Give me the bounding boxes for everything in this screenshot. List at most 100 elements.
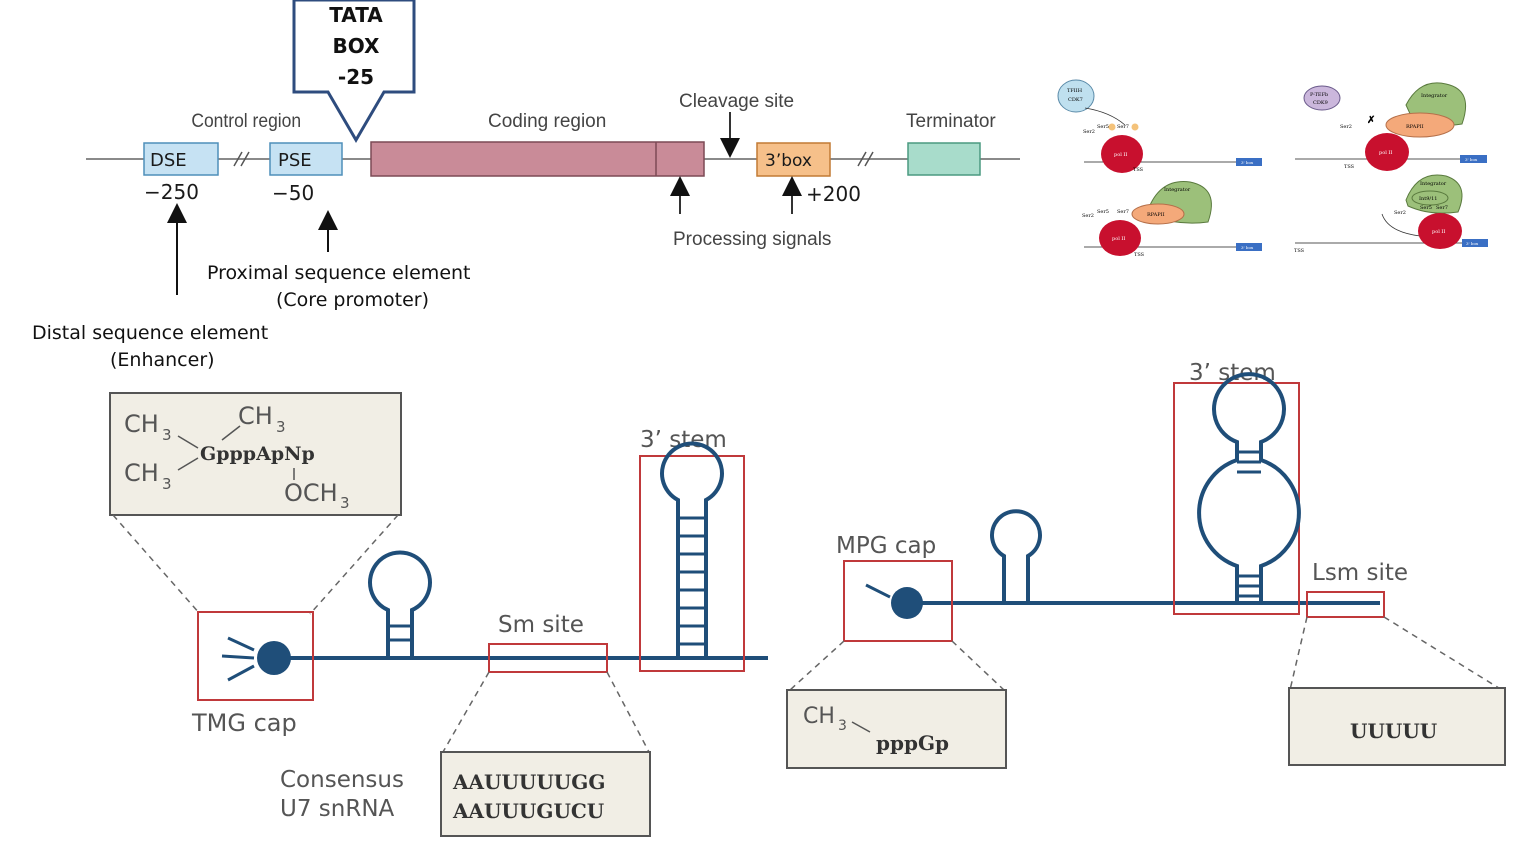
mpg-cap-dot	[891, 587, 923, 619]
br-ser5: Ser5	[1420, 205, 1432, 211]
tl-ser2: Ser2	[1083, 129, 1095, 135]
tfiih-text: TFIIH	[1067, 88, 1083, 94]
br-rna	[1381, 213, 1421, 237]
bond-2	[221, 425, 241, 441]
mpg-ch3: CH	[803, 704, 835, 729]
pse-box	[269, 142, 343, 176]
lsm-site-box	[1306, 591, 1385, 618]
tata-line2: BOX	[333, 34, 381, 58]
distal-label-line1: Distal sequence element	[32, 322, 268, 344]
tl-ser5: Ser5	[1097, 124, 1109, 130]
br-int911	[1411, 190, 1449, 206]
mpg-zoom-line-l	[789, 640, 845, 691]
lsm-zoom-line-l	[1289, 616, 1308, 691]
tmg-methyl-3	[227, 664, 255, 682]
bl-tss: TSS	[1134, 252, 1145, 258]
consensus-label: Consensus	[280, 767, 404, 793]
ch3-a-sub: 3	[162, 426, 172, 444]
bl-integrator-text: Integrator	[1164, 187, 1191, 193]
tr-tss: TSS	[1344, 164, 1355, 170]
lsm-3stem-label: 3’ stem	[1189, 360, 1276, 386]
och3: OCH	[284, 479, 338, 507]
break-mark-2	[857, 151, 874, 167]
ch3-c: CH	[124, 459, 159, 487]
tata-box-callout	[292, 0, 416, 143]
mpg-pppgp: pppGp	[876, 731, 949, 755]
gene-map: TATA BOX -25 DSE PSE 3’box Control regio…	[32, 0, 1020, 371]
sm-3stem-label: 3’ stem	[640, 427, 727, 453]
consensus-seq: AAUUUUUGG	[452, 770, 605, 794]
tmg-methyl-2	[221, 654, 255, 660]
coding-region-label: Coding region	[488, 111, 606, 132]
bl-rpapii-text: RPAPII	[1147, 212, 1165, 218]
tmg-zoom-line-r	[309, 514, 399, 615]
sm-stem-loop	[368, 550, 432, 658]
bl-3box	[1236, 243, 1262, 251]
cdk9-text: CDK9	[1313, 100, 1328, 106]
uuuuu-text: UUUUU	[1350, 719, 1437, 743]
br-ser7: Ser7	[1436, 205, 1448, 211]
tr-pol2-text: pol II	[1379, 150, 1392, 156]
tmg-cap-label: TMG cap	[191, 709, 297, 737]
och3-sub: 3	[340, 494, 350, 512]
pse-label: PSE	[278, 150, 312, 171]
terminator-box	[907, 142, 981, 176]
sm-sequence-box	[440, 751, 651, 837]
gppp-text: GpppApNp	[200, 443, 315, 465]
sm-site-label: Sm site	[498, 612, 584, 638]
tr-3box	[1460, 155, 1487, 163]
sm-3stem-box	[639, 455, 745, 672]
tata-line3: -25	[338, 65, 374, 89]
panel-bottom-right: Integrator Int9/11 Ser2 Ser5 Ser7 pol II…	[1294, 174, 1488, 254]
tr-rpapii-text: RPAPII	[1406, 124, 1424, 130]
panel-bottom-left: Integrator RPAPII Ser2 Ser5 Ser7 pol II …	[1082, 181, 1262, 258]
sm-site-box	[488, 643, 608, 673]
processing-signals-label: Processing signals	[673, 229, 831, 250]
tr-integrator-text: Integrator	[1421, 93, 1448, 99]
ch3-b: CH	[238, 402, 273, 430]
mpg-cap-box	[843, 560, 953, 642]
tl-pol2-text: pol II	[1114, 152, 1127, 158]
sm-3stem-hairpin	[660, 441, 724, 658]
break-mark-1	[233, 151, 250, 167]
tr-3box-text: 3' box	[1465, 157, 1478, 162]
tl-3box	[1236, 158, 1262, 166]
mpg-cap-label: MPG cap	[836, 533, 936, 559]
br-3box	[1462, 239, 1488, 247]
panel-top-left: TFIIH CDK7 Ser2 Ser5 Ser7 pol II TSS 3' …	[1057, 79, 1262, 173]
proximal-label-line2: (Core promoter)	[276, 289, 429, 311]
tata-line1: TATA	[329, 3, 383, 27]
lsm-zoom-line-r	[1383, 616, 1503, 691]
tl-ser7: Ser7	[1117, 124, 1129, 130]
tmg-formula-box	[109, 392, 402, 516]
u7-label: U7 snRNA	[280, 796, 395, 822]
terminator-label: Terminator	[906, 111, 996, 132]
br-3box-text: 3' box	[1466, 241, 1479, 246]
bond-3	[177, 457, 199, 471]
lsm-3stem-bars	[1237, 450, 1261, 598]
tl-phospho-2	[1131, 123, 1139, 131]
br-tss: TSS	[1294, 248, 1305, 254]
tr-rpapii	[1385, 112, 1455, 138]
box3-label: 3’box	[765, 151, 812, 171]
dse-box	[143, 142, 219, 176]
coding-region-box	[370, 141, 705, 177]
tl-ctd-line	[1084, 107, 1126, 126]
ch3-a: CH	[124, 410, 159, 438]
bl-pol2	[1099, 220, 1141, 256]
tl-tss: TSS	[1133, 167, 1144, 173]
uuuuu-box	[1288, 687, 1506, 766]
br-pol2-text: pol II	[1432, 229, 1445, 235]
sm-3stem-bars	[678, 516, 706, 646]
box3-box	[756, 142, 831, 177]
br-int911-text: Int9/11	[1419, 196, 1437, 202]
snrna-sm-class: CH 3 CH 3 CH 3 OCH 3 GpppApNp TMG cap	[109, 392, 768, 837]
tmg-cap-dot	[257, 641, 291, 675]
tfiih-blob	[1057, 79, 1095, 113]
tl-pol2	[1101, 135, 1143, 173]
sm-zoom-line-l	[442, 671, 490, 753]
distal-label-line2: (Enhancer)	[110, 349, 215, 371]
tr-block-x: ✗	[1367, 115, 1375, 126]
